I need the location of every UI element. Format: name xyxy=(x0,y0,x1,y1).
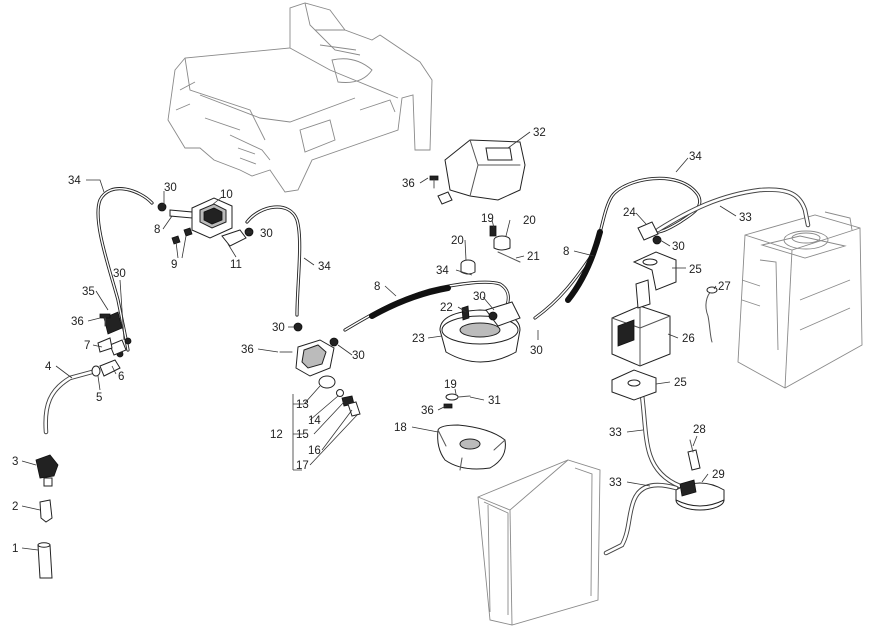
callout-10: 10 xyxy=(220,189,233,201)
hose-33-bottom xyxy=(603,482,679,556)
callout-36: 36 xyxy=(241,344,254,356)
part-32-cover xyxy=(437,139,526,205)
callout-22: 22 xyxy=(440,302,453,314)
hose-33-top xyxy=(655,187,811,233)
callout-1: 1 xyxy=(12,543,18,555)
callout-19: 19 xyxy=(481,213,494,225)
callout-29: 29 xyxy=(712,469,725,481)
tube-34-center xyxy=(245,205,302,317)
callout-31: 31 xyxy=(488,395,501,407)
callout-24: 24 xyxy=(623,207,636,219)
part-36-screw-left xyxy=(99,313,111,327)
callout-18: 18 xyxy=(394,422,407,434)
base-frame xyxy=(167,2,433,193)
callout-12: 12 xyxy=(270,429,283,441)
callout-30: 30 xyxy=(164,182,177,194)
callout-30: 30 xyxy=(473,291,486,303)
part-25-bracket-lower xyxy=(611,369,657,401)
callout-19: 19 xyxy=(444,379,457,391)
callout-33: 33 xyxy=(739,212,752,224)
callout-30: 30 xyxy=(352,350,365,362)
callout-36: 36 xyxy=(71,316,84,328)
callout-4: 4 xyxy=(45,361,52,373)
callout-34: 34 xyxy=(68,175,81,187)
part-2-clip xyxy=(39,499,53,523)
callout-30: 30 xyxy=(260,228,273,240)
callout-34: 34 xyxy=(318,261,331,273)
callout-8: 8 xyxy=(563,246,569,258)
callout-9: 9 xyxy=(171,259,177,271)
callout-33: 33 xyxy=(609,427,622,439)
callout-28: 28 xyxy=(693,424,706,436)
callout-labels: 34 30 10 8 30 9 11 34 35 30 36 7 4 6 5 3… xyxy=(12,127,752,555)
part-25-bracket-upper xyxy=(632,251,677,291)
callout-33: 33 xyxy=(609,477,622,489)
callout-30: 30 xyxy=(672,241,685,253)
callout-27: 27 xyxy=(718,281,731,293)
leader-lines xyxy=(21,131,737,551)
callout-32: 32 xyxy=(533,127,546,139)
callout-8: 8 xyxy=(154,224,160,236)
drip-tray xyxy=(477,459,601,626)
callout-17: 17 xyxy=(296,460,309,472)
callout-26: 26 xyxy=(682,333,695,345)
callout-20: 20 xyxy=(451,235,464,247)
callout-15: 15 xyxy=(296,429,309,441)
part-23-thermoblock xyxy=(439,301,521,363)
callout-20: 20 xyxy=(523,215,536,227)
callout-35: 35 xyxy=(82,286,95,298)
part-26-pump xyxy=(611,279,671,367)
tube-34-right xyxy=(533,176,702,320)
water-tank xyxy=(737,211,863,389)
part-7-valve xyxy=(97,337,127,356)
part-3-fitting xyxy=(35,454,59,487)
callout-36: 36 xyxy=(421,405,434,417)
callout-2: 2 xyxy=(12,501,18,513)
tube-8-center xyxy=(343,280,510,332)
part-manifold xyxy=(293,322,339,377)
part-36-screw-top xyxy=(429,175,439,189)
callout-14: 14 xyxy=(308,415,321,427)
callout-3: 3 xyxy=(12,456,18,468)
hose-33-lower xyxy=(639,392,683,489)
part-4-pipe xyxy=(43,369,95,435)
callout-13: 13 xyxy=(296,399,309,411)
part-1-sleeve xyxy=(37,542,53,579)
callout-23: 23 xyxy=(412,333,425,345)
part-24-connector xyxy=(637,221,662,245)
callout-36: 36 xyxy=(402,178,415,190)
callout-30: 30 xyxy=(113,268,126,280)
part-18-plate xyxy=(437,424,506,471)
callout-11: 11 xyxy=(230,259,242,271)
callout-5: 5 xyxy=(96,392,102,404)
callout-21: 21 xyxy=(527,251,540,263)
part-9-screws xyxy=(171,227,193,245)
part-10-pump xyxy=(191,197,233,239)
callout-34: 34 xyxy=(436,265,449,277)
callout-6: 6 xyxy=(118,371,124,383)
part-8-nipple xyxy=(157,202,193,219)
callout-30: 30 xyxy=(530,345,543,357)
part-31-19-clips xyxy=(443,393,471,409)
part-29-flowmeter xyxy=(675,479,725,511)
callout-34: 34 xyxy=(689,151,702,163)
callout-25: 25 xyxy=(689,264,702,276)
callout-16: 16 xyxy=(308,445,321,457)
callout-30: 30 xyxy=(272,322,285,334)
part-28-connector xyxy=(687,439,701,471)
part-20-21-thermostats xyxy=(460,225,521,275)
part-27-cable xyxy=(705,286,718,343)
callout-7: 7 xyxy=(84,340,90,352)
callout-25: 25 xyxy=(674,377,687,389)
part-13-oring xyxy=(318,375,336,389)
callout-8: 8 xyxy=(374,281,380,293)
part-14-15-16-17-stack xyxy=(336,389,361,417)
